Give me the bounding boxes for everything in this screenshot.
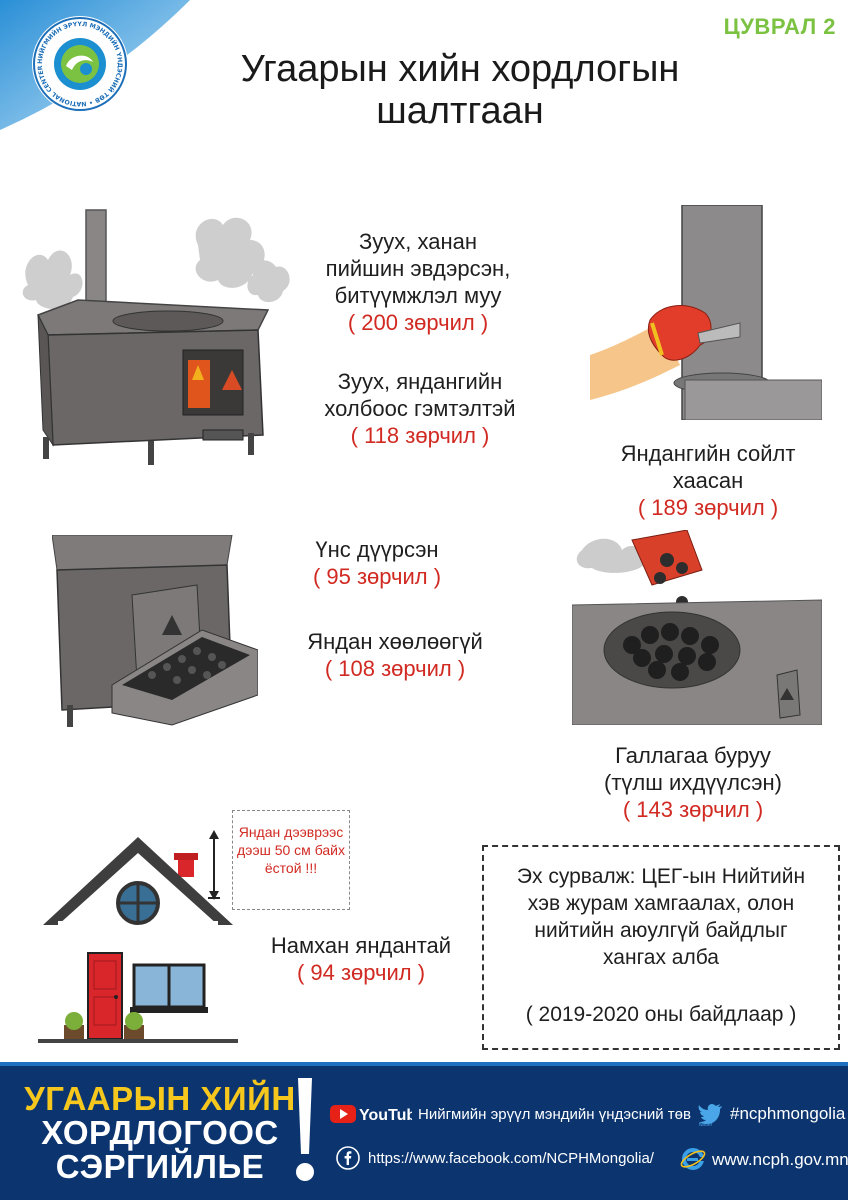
chimney-damper-illustration [590,205,822,420]
cause-label-line: Яндангийн сойлт [620,441,796,466]
note-line: ёстой !!! [264,860,318,876]
source-period: ( 2019-2020 оны байдлаар ) [525,1003,797,1026]
coal-overload-illustration [572,530,822,725]
source-box: Эх сурвалж: ЦЕГ-ын Нийтийн хэв журам хам… [482,845,840,1050]
cause-label-line: холбоос гэмтэлтэй [324,396,516,421]
note-line: дээш 50 см байх [236,842,345,858]
cause-count: ( 189 зөрчил ) [637,495,779,520]
cause-low-chimney: Намхан яндантай ( 94 зөрчил ) [246,932,476,986]
cause-label-line: (түлш ихдүүлсэн) [604,770,782,795]
facebook-url-link[interactable]: https://www.facebook.com/NCPHMongolia/ [368,1150,654,1167]
website-link[interactable]: www.ncph.gov.mn [712,1150,848,1169]
cause-chimney-not-cleaned: Яндан хөөлөөгүй ( 108 зөрчил ) [290,628,500,682]
cause-count: ( 200 зөрчил ) [347,310,489,335]
cause-label-line: Галлагаа буруу [615,743,771,768]
slogan-line-2: ХОРДЛОГООС [41,1114,279,1151]
youtube-icon[interactable]: YouTube [330,1103,412,1125]
cause-chimney-joint-damaged: Зуух, яндангийн холбоос гэмтэлтэй ( 118 … [310,368,530,449]
cause-count: ( 94 зөрчил ) [296,960,426,985]
footer-stripe [0,1062,848,1068]
cause-count: ( 118 зөрчил ) [350,423,490,448]
broken-stove-illustration [22,209,290,465]
slogan-line-1: УГААРЫН ХИЙН [24,1080,296,1117]
twitter-icon[interactable]: twitter [698,1100,724,1126]
cause-count: ( 108 зөрчил ) [324,656,466,681]
cause-damper-closed: Яндангийн сойлт хаасан ( 189 зөрчил ) [598,440,818,521]
slogan: УГААРЫН ХИЙН ХОРДЛОГООС СЭРГИЙЛЬЕ [10,1082,310,1184]
cause-broken-stove: Зуух, ханан пийшин эвдэрсэн, битүүмжлэл … [318,228,518,336]
youtube-channel-link[interactable]: Нийгмийн эрүүл мэндийн үндэсний төв [418,1106,691,1123]
cause-label-line: Намхан яндантай [270,933,452,958]
title-line-2: шалтгаан [376,90,544,132]
cause-label-line: Зуух, ханан [358,229,478,254]
chimney-height-note: Яндан дээврээс дээш 50 см байх ёстой !!! [232,810,350,910]
cause-label-line: пийшин эвдэрсэн, [325,256,511,281]
cause-label-line: Яндан хөөлөөгүй [307,629,483,654]
cause-label-line: битүүмжлэл муу [334,283,502,308]
title-line-1: Угаарын хийн хордлогын [240,48,680,90]
cause-label-line: Зуух, яндангийн [337,369,503,394]
cause-label-line: хаасан [672,468,744,493]
cause-overfueled: Галлагаа буруу (түлш ихдүүлсэн) ( 143 зө… [568,742,818,823]
height-arrow-icon [208,830,220,900]
cause-label-line: Үнс дүүрсэн [315,537,439,562]
page-title: Угаарын хийн хордлогын шалтгаан [180,48,740,132]
source-line: нийтийн аюулгүй байдлыг [534,919,788,942]
cause-count: ( 143 зөрчил ) [622,797,764,822]
cause-count: ( 95 зөрчил ) [312,564,442,589]
exclamation-icon [296,1078,314,1181]
facebook-icon[interactable] [336,1146,360,1170]
source-line: хэв журам хамгаалах, олон [527,892,795,915]
logo-icon: НИЙГМИЙН ЭРҮҮЛ МЭНДИЙН ҮНДЭСНИЙ ТӨВ • NA… [30,14,128,112]
footer-bar [0,1066,848,1200]
series-label: ЦУВРАЛ 2 [723,14,836,39]
twitter-handle-link[interactable]: #ncphmongolia [730,1104,846,1123]
ash-drawer-illustration [52,535,258,727]
source-line: хангах алба [603,946,719,969]
cause-ash-full: Үнс дүүрсэн ( 95 зөрчил ) [292,536,462,590]
note-line: Яндан дээврээс [238,824,344,840]
internet-explorer-icon[interactable] [680,1146,706,1172]
house-low-chimney-illustration [38,837,238,1043]
youtube-wordmark: YouTube [359,1107,412,1124]
source-line: Эх сурвалж: ЦЕГ-ын Нийтийн [516,865,806,888]
slogan-line-3: СЭРГИЙЛЬЕ [55,1148,265,1185]
twitter-wordmark: twitter [699,1122,713,1126]
